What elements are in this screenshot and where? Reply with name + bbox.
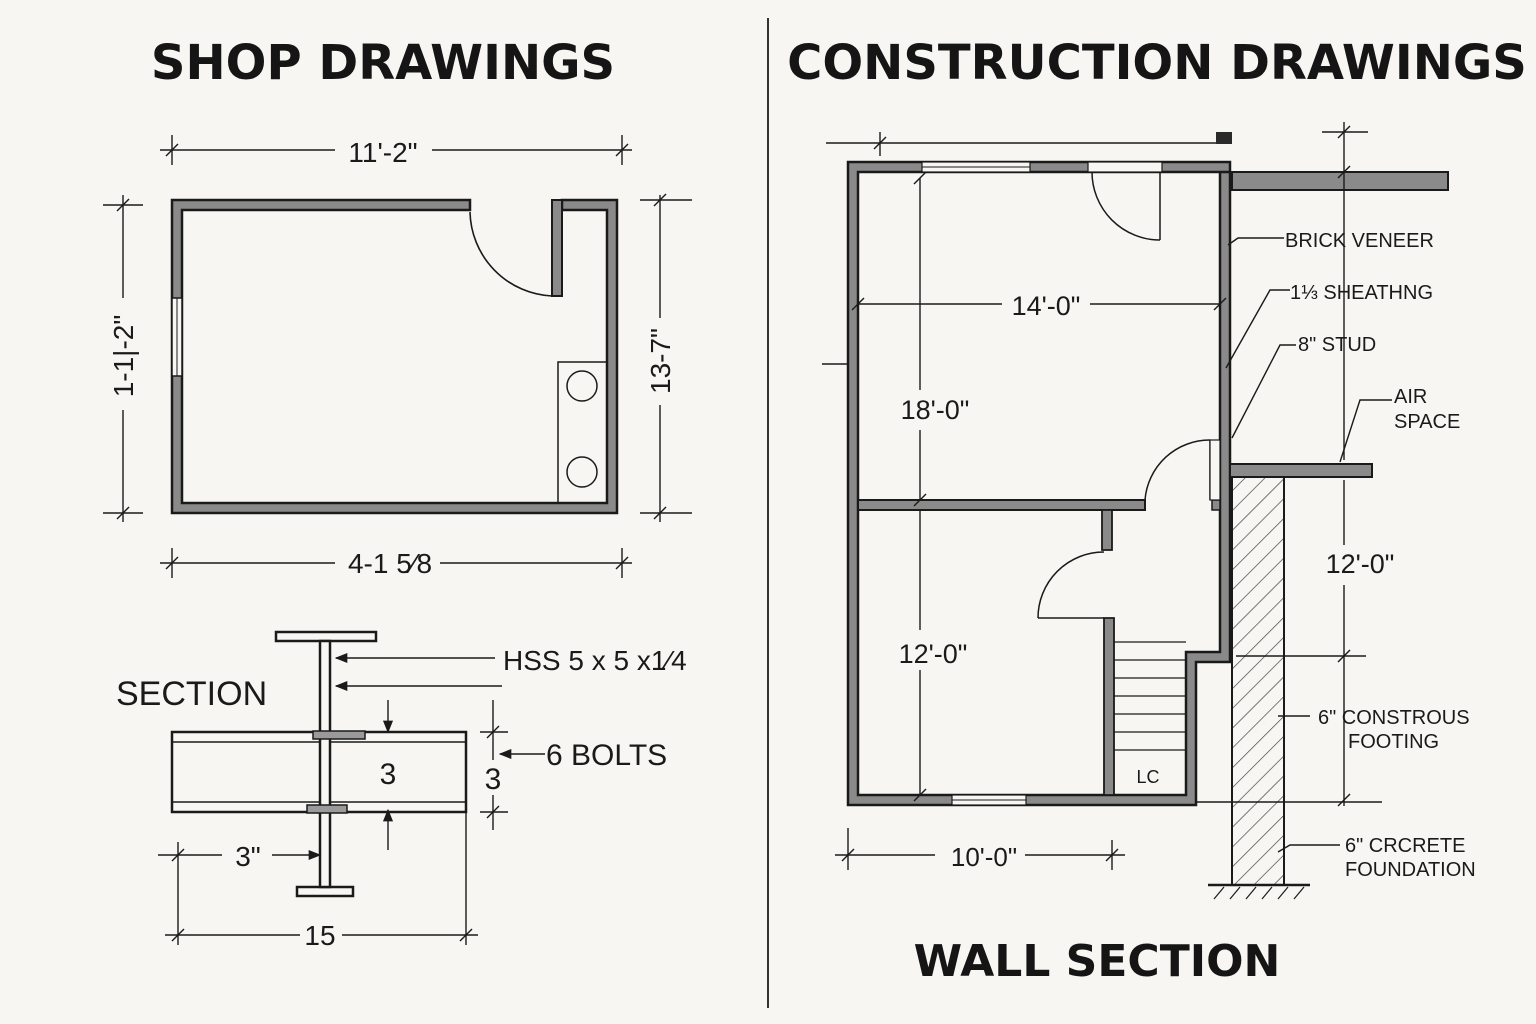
callout-footing-line1: 6" CONSTROUS (1318, 707, 1470, 729)
callout-air-line2: SPACE (1394, 411, 1460, 433)
shop-dim-top-label: 11'-2" (348, 137, 417, 168)
wall-section-roof-slab (1231, 171, 1449, 191)
wall-section-title: WALL SECTION (914, 936, 1281, 987)
callout-air-line1: AIR (1394, 386, 1427, 408)
section-dim-inner: 3 (380, 758, 397, 791)
section-dim-outer: 3 (485, 763, 502, 796)
section-dim-width: 15 (304, 920, 335, 951)
construction-plan-outer-walls (846, 160, 1232, 807)
hss-callout: HSS 5 x 5 x1⁄4 (503, 645, 687, 676)
wall-section-dim-height: 12'-0" (1326, 549, 1395, 579)
section-column (274, 630, 378, 898)
shop-plan-fixture-bottom (566, 456, 598, 488)
section-dim-offset: 3" (235, 841, 261, 872)
closet-label: LC (1136, 767, 1159, 787)
shop-section-detail: SECTION HSS 5 x 5 x1⁄4 3 (116, 630, 687, 951)
dim-width-upper: 14'-0" (1012, 291, 1081, 321)
shop-dim-bottom-label: 4-1 5⁄8 (348, 548, 432, 579)
shop-dim-bottom (160, 548, 632, 578)
callout-foundation-line2: FOUNDATION (1345, 859, 1476, 881)
shop-plan-door-stub (551, 199, 563, 297)
shop-dim-top (160, 135, 632, 165)
shop-floor-plan: 11'-2" 1-1|-2" 13-7" (103, 135, 692, 579)
construction-title: CONSTRUCTION DRAWINGS (787, 35, 1527, 91)
construction-plan-closet-wall (1103, 617, 1115, 796)
construction-plan-door-opening-top (1087, 161, 1163, 173)
wall-section-floor-slab (1229, 463, 1373, 478)
wall-section-cap (1216, 132, 1232, 144)
callout-foundation-line1: 6" CRCRETE (1345, 835, 1465, 857)
wall-section-foundation (1231, 476, 1285, 886)
construction-floor-plan: LC 14'-0" 18'-0" 12'-0" (822, 132, 1232, 872)
section-bottom-plate (306, 804, 348, 814)
shop-plan-walls (170, 198, 619, 515)
dim-height-upper: 18'-0" (901, 395, 970, 425)
wall-section-detail: BRICK VENEER 1⅓ SHEATHNG 8" STUD AIR SPA… (914, 122, 1476, 987)
callout-brick-veneer: BRICK VENEER (1285, 230, 1434, 252)
callout-sheathing: 1⅓ SHEATHNG (1290, 282, 1433, 304)
shop-plan-door-swing (469, 211, 553, 297)
callout-stud: 8" STUD (1298, 334, 1376, 356)
shop-dim-left (103, 195, 143, 522)
shop-plan-cabinet (557, 361, 608, 504)
dim-bottom: 10'-0" (951, 842, 1017, 872)
bolts-callout: 6 BOLTS (546, 739, 667, 772)
section-label: SECTION (116, 675, 267, 713)
shop-dim-right-label: 13-7" (645, 328, 676, 394)
callout-footing-line2: FOOTING (1348, 731, 1439, 753)
construction-plan-stairs (1114, 641, 1186, 751)
shop-dim-left-label: 1-1|-2" (108, 315, 139, 398)
section-top-plate (312, 730, 366, 740)
construction-plan-partition (857, 499, 1146, 511)
dim-height-lower: 12'-0" (899, 639, 968, 669)
shop-title: SHOP DRAWINGS (151, 35, 615, 91)
shop-dim-right (640, 193, 692, 522)
shop-plan-fixture-top (566, 370, 598, 402)
